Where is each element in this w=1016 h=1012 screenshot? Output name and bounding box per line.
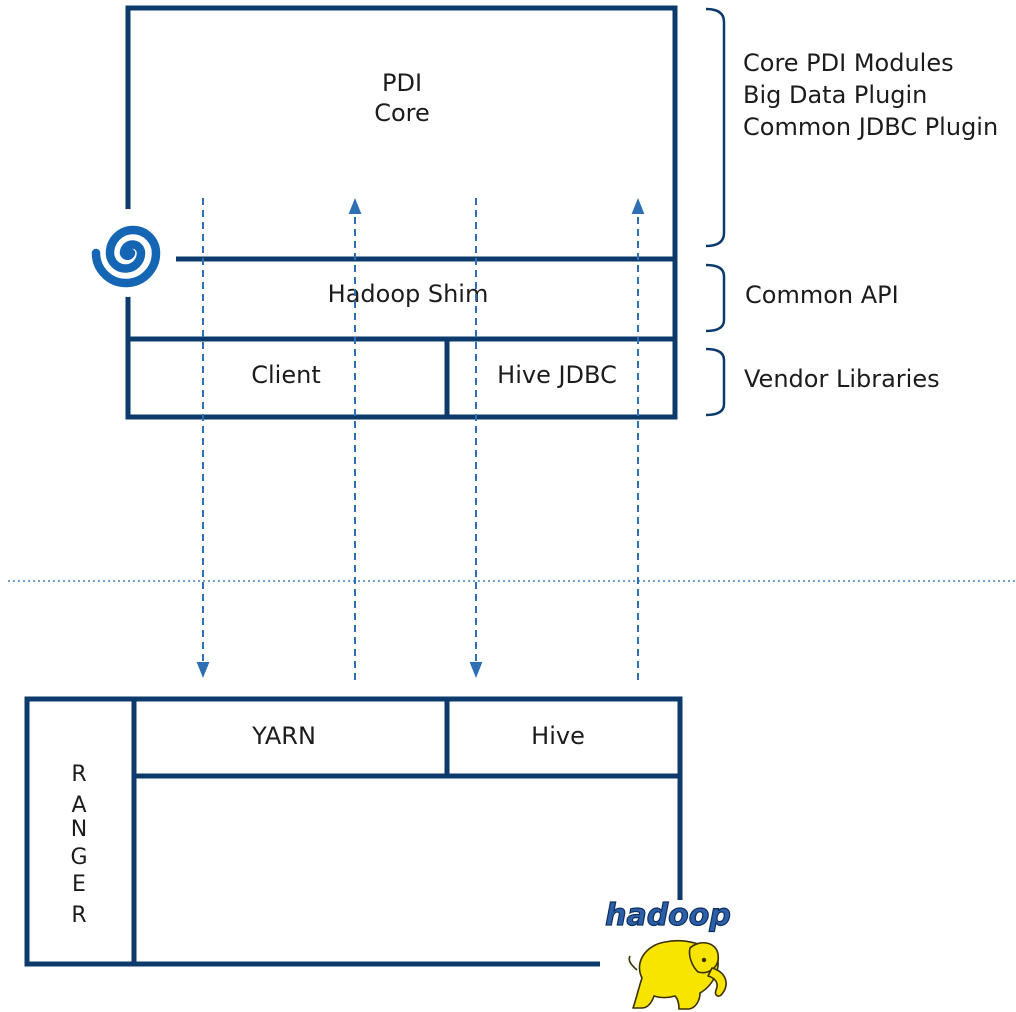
hadoop-logo-text: hadoop [605,898,731,933]
vendor-brace [705,347,726,417]
pdi-stack: PDI Core Hadoop Shim Client Hive JDBC [84,5,678,420]
common-jdbc-plugin-label: Common JDBC Plugin [743,113,998,141]
vendor-libraries-label: Vendor Libraries [744,365,940,393]
pentaho-spiral-icon [84,209,172,297]
data-flow-arrows [196,198,645,680]
hive-label: Hive [531,722,585,750]
ranger-letter-r: R [71,762,86,787]
core-modules-label: Core PDI Modules [743,49,954,77]
hive-jdbc-label: Hive JDBC [497,361,617,389]
side-annotations: Core PDI Modules Big Data Plugin Common … [705,7,998,417]
ranger-letter-a: A [71,793,86,818]
ranger-letter-g: G [70,845,87,870]
client-label: Client [251,361,320,389]
hadoop-shim-label: Hadoop Shim [328,280,489,308]
core-title-line2: Core [374,99,430,127]
ranger-letter-n: N [71,817,87,842]
ranger-letter-r2: R [71,903,86,928]
core-brace [705,7,726,248]
hadoop-elephant-icon [628,939,727,1010]
ranger-letter-e: E [72,872,86,897]
common-api-label: Common API [745,281,899,309]
api-brace [705,263,726,333]
core-title-line1: PDI [382,69,422,97]
cluster-outer-box [24,696,683,967]
yarn-label: YARN [251,722,316,750]
hadoop-cluster: YARN Hive R A N G E R [24,696,683,967]
big-data-plugin-label: Big Data Plugin [743,81,927,109]
hadoop-logo: hadoop [605,897,731,1010]
